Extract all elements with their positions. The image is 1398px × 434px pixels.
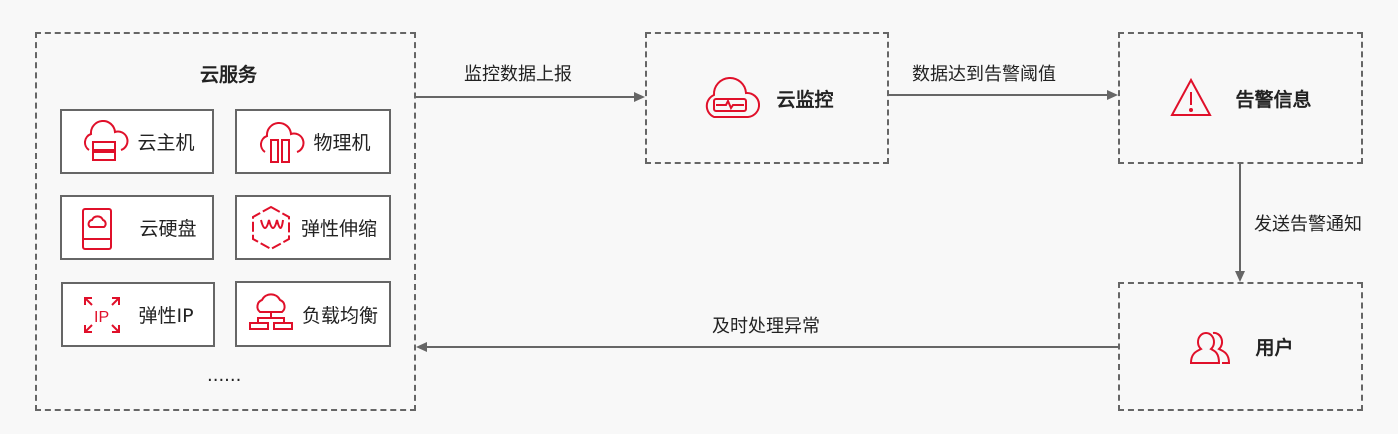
elastic-ip-icon: IP [84,296,121,333]
service-auto-scaling: 弹性伸缩 [235,195,391,260]
alarm-label: 告警信息 [1235,88,1312,111]
cloud-disk-icon [82,207,113,250]
service-physical-server: 物理机 [235,109,391,174]
notify-label: 发送告警通知 [1254,214,1362,235]
user-label: 用户 [1255,337,1294,359]
load-balancer-icon [248,293,293,330]
cloud-services-title: 云服务 [200,64,258,86]
cloud-server-icon [84,119,129,161]
service-cloud-disk: 云硬盘 [60,195,214,260]
handle-label: 及时处理异常 [712,316,820,337]
alarm-box: 告警信息 [1118,32,1363,164]
service-elastic-ip: IP 弹性IP [61,282,215,347]
users-icon [1190,331,1231,364]
service-load-balancer: 负载均衡 [235,281,391,347]
warning-icon [1170,77,1213,116]
user-box: 用户 [1118,282,1363,411]
service-label: 云主机 [137,132,195,154]
service-label: 弹性伸缩 [300,218,377,240]
cloud-monitor-box: 云监控 [645,32,889,164]
cloud-services-group [35,32,416,411]
service-label: 负载均衡 [301,304,378,327]
service-label: 弹性IP [138,305,194,327]
threshold-label: 数据达到告警阈值 [912,64,1056,85]
cloud-physical-server-icon [260,121,305,163]
cloud-monitor-label: 云监控 [776,88,834,111]
cloud-monitor-icon [706,77,761,118]
more-services: ...... [207,365,242,386]
service-label: 物理机 [313,132,371,154]
svg-text:IP: IP [94,309,109,326]
auto-scaling-icon [251,205,290,250]
report-label: 监控数据上报 [464,64,572,85]
service-label: 云硬盘 [139,218,197,240]
service-cloud-server: 云主机 [60,109,214,174]
